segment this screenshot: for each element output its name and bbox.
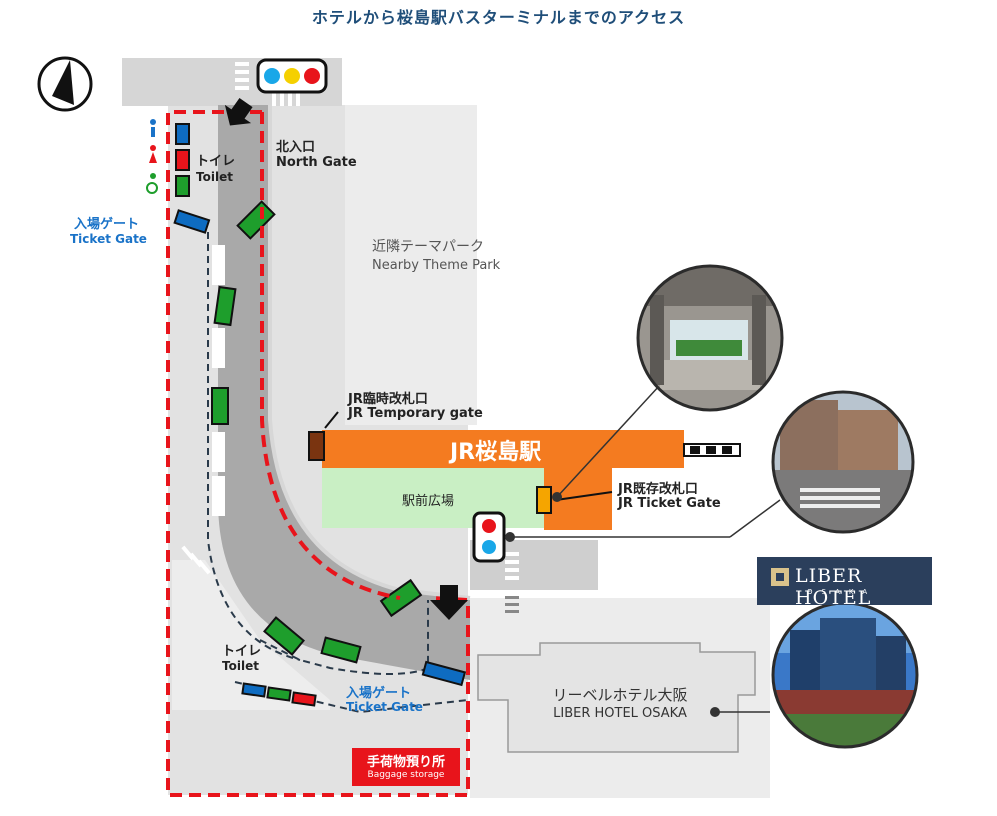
bus-slots [212,245,225,516]
station-plaza [322,468,544,528]
ticket-gate-bottom-label-en: Ticket Gate [346,700,423,714]
crosswalk-top [235,62,300,106]
road-edge [268,105,471,600]
theme-park-area [345,105,477,425]
station-building [322,430,684,468]
north-compass-icon [37,56,93,112]
photo-frame [636,264,784,412]
ticket-gate-bottom [421,660,467,687]
plaza-callout-line-2 [729,499,781,538]
jr-temp-gate-label-jp: JR臨時改札口 [348,392,428,407]
toilet-icon [146,119,158,194]
route-line [166,110,470,797]
down-arrow-icon [224,97,468,620]
jr-ticket-gate [536,486,552,514]
callout-dot [505,532,515,542]
hotel-name-en: LIBER HOTEL OSAKA [553,706,687,721]
page-title: ホテルから桜島駅バスターミナルまでのアクセス [311,8,686,27]
hotel-name-jp: リーベルホテル大阪 [552,686,688,704]
jr-ticket-gate-pointer [555,491,613,501]
jr-temp-gate [308,431,325,461]
plaza-label: 駅前広場 [402,494,455,509]
bus-bay-left [207,232,301,661]
toilet-top-label-en: Toilet [196,170,233,184]
main-road [218,105,470,680]
logo-text: LIBER HOTEL [795,565,872,609]
logo-subtext: OSAKA [807,588,877,596]
baggage-label-jp: 手荷物預り所 [366,755,445,770]
station-name: JR桜島駅 [450,440,542,465]
north-gate-label-jp: 北入口 [276,140,316,155]
hotel-photo [773,603,917,747]
jr-temp-gate-pointer [324,411,339,429]
railway [683,443,741,457]
photo-frame [771,390,915,534]
ticket-gate-top-label-jp: 入場ゲート [74,217,140,232]
crosswalk-plaza [505,552,519,613]
traffic-light-two-icon [472,511,506,563]
toilet-blocks-bottom [241,682,317,707]
ticket-gate-top [173,209,211,234]
jr-temp-gate-label-en: JR Temporary gate [348,406,483,421]
theme-park-label-en: Nearby Theme Park [372,258,501,273]
toilet-bottom-label-en: Toilet [222,659,259,673]
toilet-bottom-label-jp: トイレ [222,644,262,659]
toilet-blocks-top [175,123,190,197]
hotel-building [477,642,756,753]
logo-mark-icon [771,568,789,586]
liber-hotel-logo: LIBER HOTEL OSAKA [757,557,932,609]
gate-callout-line [556,384,661,498]
crosswalk-left [181,545,211,575]
jr-ticket-gate-label-jp: JR既存改札口 [618,482,698,497]
baggage-label-en: Baggage storage [367,770,445,780]
toilet-top-label-jp: トイレ [196,154,236,169]
ticket-gate-top-label-en: Ticket Gate [70,232,147,246]
traffic-light-three-icon [256,58,328,94]
baggage-storage-box: 手荷物預り所 Baggage storage [352,748,460,786]
north-gate-label-en: North Gate [276,155,357,170]
theme-park-label-jp: 近隣テーマパーク [372,239,484,255]
bus [211,200,423,664]
jr-ticket-gate-label-en: JR Ticket Gate [618,496,721,511]
ticket-gate-bottom-label-jp: 入場ゲート [346,686,412,701]
